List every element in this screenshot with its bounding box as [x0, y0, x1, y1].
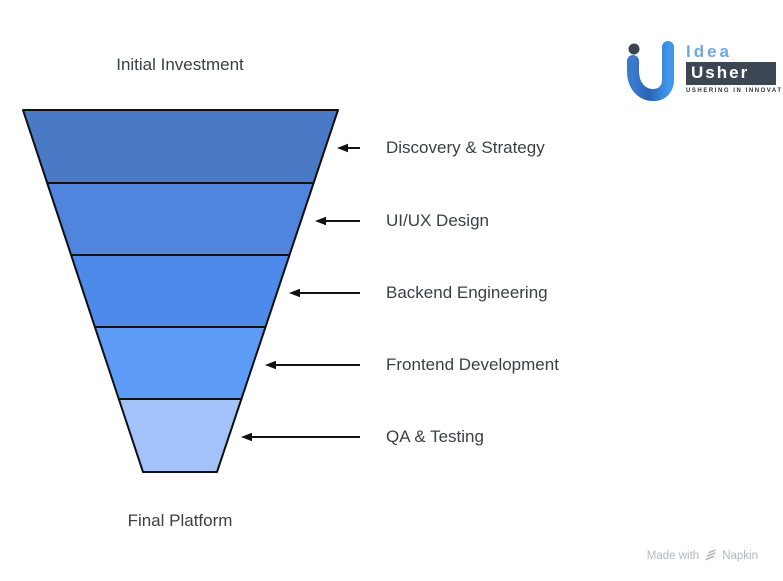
funnel-top-title: Initial Investment: [116, 55, 244, 74]
segment-label-frontend-development: Frontend Development: [386, 355, 559, 374]
arrow-discovery-strategy: [337, 143, 360, 153]
napkin-logo-icon: [705, 549, 716, 561]
logo-tagline: USHERING IN INNOVATION: [686, 88, 783, 94]
footer-brand: Napkin: [722, 549, 758, 562]
segment-label-qa-testing: QA & Testing: [386, 427, 484, 446]
funnel-segment-backend-engineering: [70, 254, 291, 328]
arrow-backend-engineering: [289, 288, 360, 298]
footer-prefix: Made with: [646, 549, 700, 562]
idea-usher-logo-icon: [627, 41, 674, 102]
arrow-frontend-development: [265, 360, 360, 370]
arrow-qa-testing: [241, 432, 360, 442]
funnel-bottom-title: Final Platform: [127, 511, 233, 530]
idea-usher-logo: Idea Usher USHERING IN INNOVATION: [620, 38, 783, 108]
logo-wordmark-idea: Idea: [686, 42, 733, 61]
funnel-segment-frontend-development: [93, 326, 267, 400]
arrow-uiux-design: [315, 216, 360, 226]
segment-label-backend-engineering: Backend Engineering: [386, 283, 548, 302]
funnel-segment-qa-testing: [117, 398, 243, 473]
made-with-napkin-attribution: Made with Napkin: [647, 549, 758, 562]
funnel-segment-discovery-strategy: [22, 109, 339, 184]
segment-label-uiux-design: UI/UX Design: [386, 211, 489, 230]
segment-label-discovery-strategy: Discovery & Strategy: [386, 138, 545, 157]
funnel-segment-uiux-design: [46, 182, 315, 256]
logo-wordmark-usher: Usher: [686, 62, 776, 85]
